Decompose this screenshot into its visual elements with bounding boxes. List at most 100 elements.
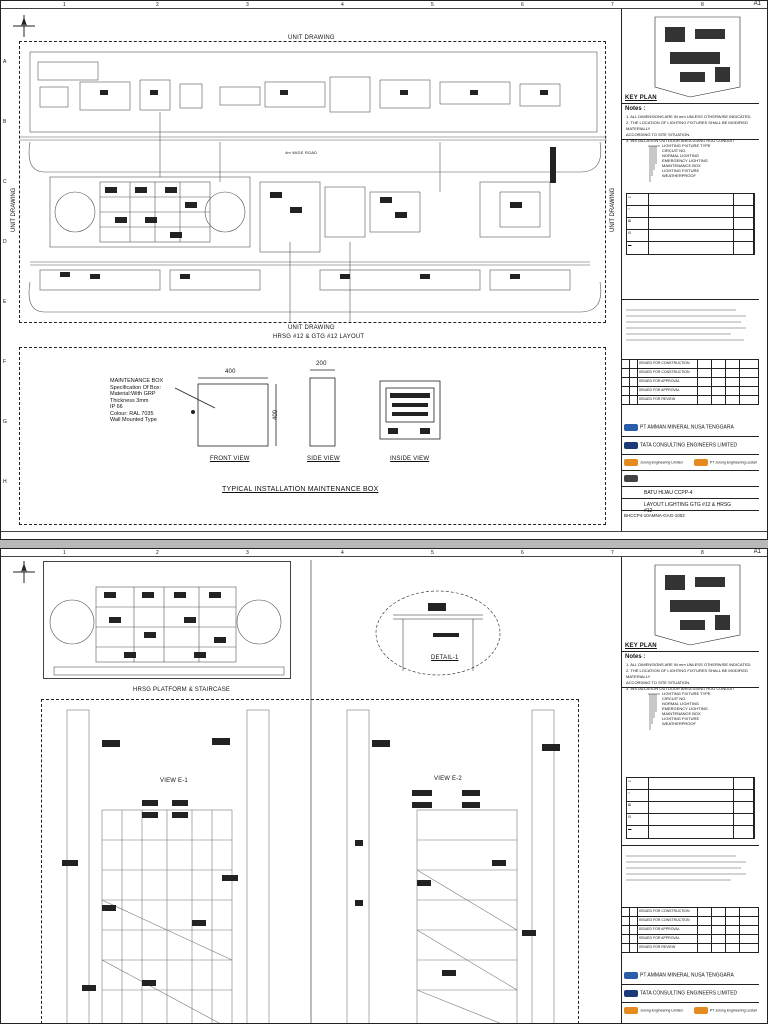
unit-drawing-label-left: UNIT DRAWING: [11, 187, 17, 232]
legend-item: NORMAL LIGHTING: [662, 701, 699, 706]
notes-block: Notes : 1. ALL DIMENSIONS ARE IN mm UNLE…: [622, 104, 759, 144]
legend-item: MAINTENANCE BOX: [662, 163, 701, 168]
key-plan-label: KEY PLAN: [625, 95, 657, 101]
legend-item: WEATHERPROOF: [662, 721, 696, 726]
spec-line: IP 66: [110, 404, 123, 410]
key-plan-label: KEY PLAN: [625, 643, 657, 649]
contractor-1-name: Jurong Engineering Limited: [640, 460, 683, 465]
ruler-row: F: [3, 359, 7, 365]
ruler-col: 8: [701, 2, 704, 8]
key-plan-area: KEY PLAN: [622, 9, 759, 104]
symbol-icon: ▭: [627, 778, 649, 789]
ruler-row: E: [3, 299, 7, 305]
drawing-sheet-2: 1 2 3 4 5 6 7 8 A1 HRSG PLATFORM & ST: [0, 548, 768, 1024]
top-ruler: 1 2 3 4 5 6 7 8: [1, 549, 767, 557]
site-logo-icon: [624, 475, 638, 482]
note-line: 3. INSTALLATION OUTDOOR AREA USING ROD C…: [626, 138, 735, 143]
revision-table: ISSUED FOR CONSTRUCTION ISSUED FOR CONST…: [622, 907, 759, 953]
ruler-row: H: [3, 479, 7, 485]
owner-name: PT AMMAN MINERAL NUSA TENGGARA: [640, 972, 734, 979]
ruler-col: 7: [611, 550, 614, 556]
drawing-sheet-1: 1 2 3 4 5 6 7 8 A1 A B C D E F G H: [0, 0, 768, 540]
bottom-ruler: [1, 531, 767, 539]
maintenance-box-linework: [174, 369, 441, 447]
key-plan-thumbnail: [654, 564, 741, 646]
elevation-views: VIEW E-1 VIEW E-2: [41, 560, 579, 1023]
drawing-number: BHCCP4-10AMNA-GAG-1002: [624, 513, 685, 518]
plant-layout-linework: [20, 51, 607, 322]
note-line: 1. ALL DIMENSIONS ARE IN mm UNLESS OTHER…: [626, 114, 752, 119]
symbol-icon: ○: [627, 206, 649, 217]
platform-title: HRSG PLATFORM & STAIRCASE: [133, 687, 231, 693]
ruler-col: 4: [341, 2, 344, 8]
site-row: [622, 471, 759, 487]
spec-line: Wall Mounted Type: [110, 417, 157, 423]
legend-leader-lines: [648, 145, 660, 182]
unit-drawing-label-bottom: UNIT DRAWING: [288, 325, 335, 331]
note-line: ACCORDING TO SITE SITUATION.: [626, 132, 691, 137]
symbol-icon: ▭: [627, 194, 649, 205]
note-line: 2. THE LOCATION OF LIGHTING FIXTURES SHA…: [626, 120, 748, 131]
north-arrow-icon: [13, 15, 35, 37]
company-block: PT AMMAN MINERAL NUSA TENGGARA TATA CONS…: [622, 419, 759, 521]
left-ruler: A B C D E F G H: [1, 9, 9, 531]
legend-item: NORMAL LIGHTING: [662, 153, 699, 158]
view-e1-label: VIEW E-1: [160, 778, 188, 784]
maintenance-box-spec: MAINTENANCE BOX Specification Of Box: Ma…: [110, 378, 163, 424]
revision-desc: ISSUED FOR REVIEW: [638, 396, 698, 404]
key-plan-area: KEY PLAN: [622, 557, 759, 652]
ruler-col: 3: [246, 550, 249, 556]
legend-item: EMERGENCY LIGHTING: [662, 158, 708, 163]
contractor-2-name: PT Jurong Engineering Lestari: [709, 460, 757, 465]
symbol-icon: ⊠: [627, 802, 649, 813]
plant-layout-plan: UNIT DRAWING UNIT DRAWING 4m WIDE ROAD U…: [11, 35, 616, 331]
legend-item: EMERGENCY LIGHTING: [662, 706, 708, 711]
revision-desc: ISSUED FOR APPROVAL: [638, 926, 698, 934]
elevation-linework: [62, 560, 560, 1023]
ruler-col: 1: [63, 2, 66, 8]
consultant-name: TATA CONSULTING ENGINEERS LIMITED: [640, 990, 738, 997]
reference-drawings: [622, 299, 759, 354]
ruler-col: 3: [246, 2, 249, 8]
symbol-table: ▭ ○ ⊠ ⊟ ▬: [626, 193, 755, 255]
symbol-icon: ▬: [627, 826, 649, 838]
ruler-col: 2: [156, 550, 159, 556]
sheet-size-label: A1: [753, 549, 761, 555]
dim-width-label: 400: [225, 369, 236, 375]
note-line: 2. THE LOCATION OF LIGHTING FIXTURES SHA…: [626, 668, 748, 679]
consultant-name: TATA CONSULTING ENGINEERS LIMITED: [640, 442, 738, 449]
legend-item: WEATHERPROOF: [662, 173, 696, 178]
owner-row: PT AMMAN MINERAL NUSA TENGGARA: [622, 967, 759, 985]
consultant-row: TATA CONSULTING ENGINEERS LIMITED: [622, 437, 759, 455]
ruler-row: B: [3, 119, 7, 125]
drawing-title: LAYOUT LIGHTING GTG #12 & HRSG #12: [622, 499, 759, 514]
title-block: KEY PLAN Notes : 1. ALL DIMENSIONS ARE I…: [621, 557, 759, 1023]
spec-line: Thickness 3mm: [110, 397, 149, 404]
note-line: 3. INSTALLATION OUTDOOR AREA USING ROD C…: [626, 686, 735, 691]
revision-desc: ISSUED FOR CONSTRUCTION: [638, 360, 698, 368]
ruler-col: 6: [521, 550, 524, 556]
revision-desc: ISSUED FOR CONSTRUCTION: [638, 908, 698, 916]
legend-item: LIGHTING FIXTURE: [662, 168, 700, 173]
contractor-row: Jurong Engineering Limited PT Jurong Engi…: [622, 455, 759, 471]
note-line: 1. ALL DIMENSIONS ARE IN mm UNLESS OTHER…: [626, 662, 752, 667]
reference-lines: [626, 309, 746, 341]
note-line: ACCORDING TO SITE SITUATION.: [626, 680, 691, 685]
contractor-1-name: Jurong Engineering Limited: [640, 1008, 683, 1013]
symbol-table: ▭ ○ ⊠ ⊟ ▬: [626, 777, 755, 839]
ruler-row: D: [3, 239, 7, 245]
revision-desc: ISSUED FOR APPROVAL: [638, 935, 698, 943]
legend-item: LIGHTING FIXTURE TYPE: [662, 691, 711, 696]
north-arrow-icon: [13, 561, 35, 583]
unit-drawing-label-right: UNIT DRAWING: [610, 187, 616, 232]
legend-item: LIGHTING FIXTURE TYPE: [662, 143, 711, 148]
revision-desc: ISSUED FOR REVIEW: [638, 944, 698, 952]
ruler-col: 2: [156, 2, 159, 8]
spec-line: Material:With GRP: [110, 391, 156, 397]
maintenance-box-detail: MAINTENANCE BOX Specification Of Box: Ma…: [19, 347, 606, 525]
detail-1-callout: [375, 590, 501, 676]
ruler-col: 5: [431, 550, 434, 556]
ruler-col: 4: [341, 550, 344, 556]
consultant-logo-icon: [624, 442, 638, 449]
ruler-col: 1: [63, 550, 66, 556]
